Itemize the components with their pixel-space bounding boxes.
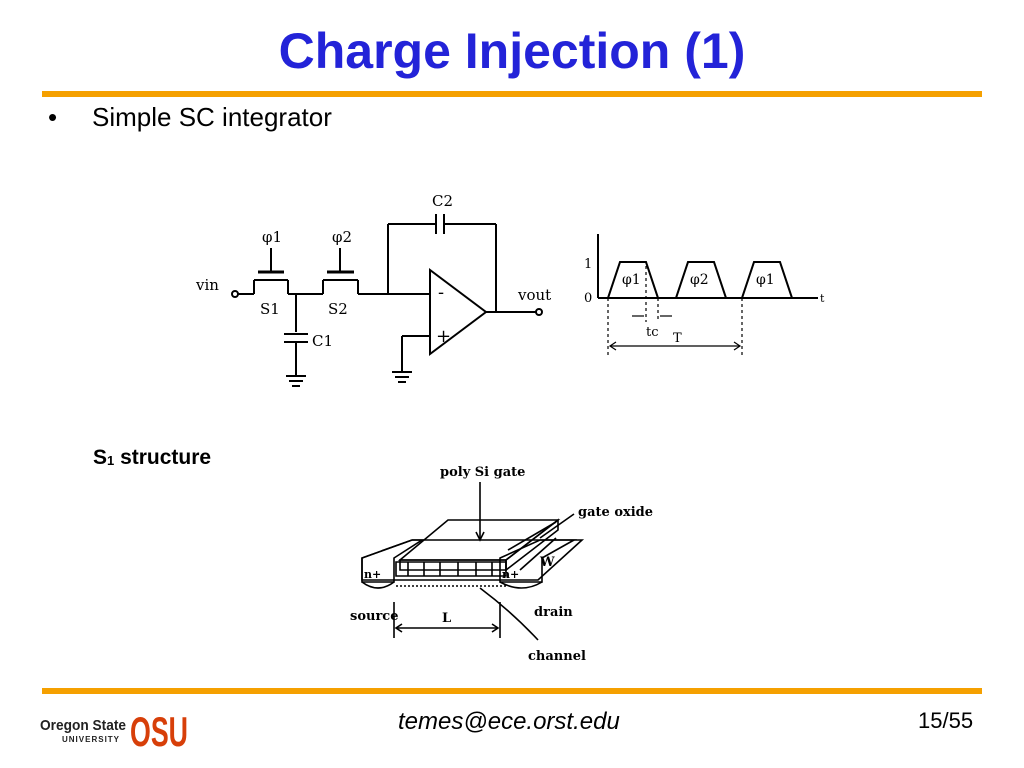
c1-label: C1 [312, 332, 333, 350]
svg-text:OSU: OSU [130, 708, 188, 752]
phi1-label: φ1 [262, 228, 282, 246]
mosfet-structure-figure: poly Si gate gate oxide W n+ n+ source d… [302, 442, 682, 668]
sc-integrator-figure: vin φ1 φ2 S1 S2 C1 C2 - + vout 1 0 t φ1 … [168, 186, 848, 406]
opamp-plus: + [436, 326, 451, 347]
s1-label: S1 [260, 300, 280, 318]
footer-divider [42, 688, 982, 694]
period-label: T [673, 331, 682, 346]
drain-label: drain [534, 605, 573, 620]
pulse-label: φ1 [756, 272, 775, 288]
pulse-label: φ1 [622, 272, 641, 288]
width-label: W [539, 555, 555, 570]
length-label: L [442, 611, 451, 626]
c2-label: C2 [432, 192, 453, 210]
osu-logo: Oregon State UNIVERSITY OSU [40, 702, 190, 755]
channel-label: channel [528, 649, 586, 664]
footer-email: temes@ece.orst.edu [398, 708, 620, 735]
vout-label: vout [517, 286, 551, 304]
bullet-marker: • [48, 102, 58, 132]
s1-structure-heading: S1 structure [93, 446, 212, 469]
bullet-item: • Simple SC integrator [48, 102, 332, 133]
timing-t: t [820, 292, 825, 305]
timing-zero: 0 [584, 291, 592, 306]
pulse-label: φ2 [690, 272, 709, 288]
gate-oxide-label: gate oxide [578, 505, 653, 520]
s2-label: S2 [328, 300, 348, 318]
vin-label: vin [195, 276, 219, 294]
page-number: 15/55 [918, 708, 974, 733]
bullet-text: Simple SC integrator [92, 102, 332, 132]
title-divider [42, 91, 982, 97]
phi2-label: φ2 [332, 228, 352, 246]
drain-nplus-label: n+ [502, 568, 519, 581]
slide-title: Charge Injection (1) [278, 23, 746, 79]
svg-text:UNIVERSITY: UNIVERSITY [62, 735, 120, 744]
svg-text:Oregon State: Oregon State [40, 717, 126, 734]
timing-one: 1 [584, 257, 592, 272]
opamp-minus: - [438, 282, 444, 303]
tc-label: tc [646, 325, 659, 340]
poly-gate-label: poly Si gate [440, 465, 525, 480]
source-nplus-label: n+ [364, 568, 381, 581]
source-label: source [350, 609, 398, 624]
